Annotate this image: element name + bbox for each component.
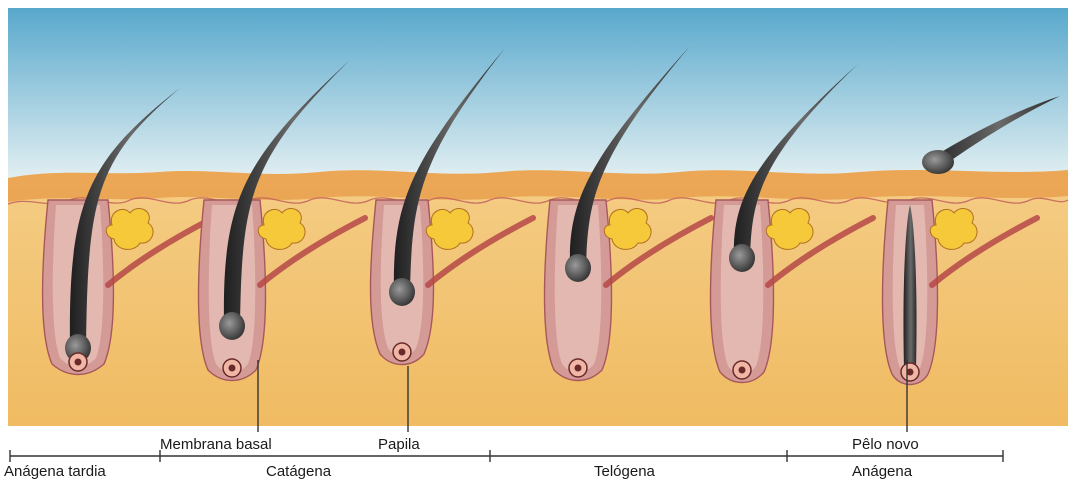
follicle-telogena-late-hair-bulb: [729, 244, 755, 272]
follicle-catagena-early-papilla-core: [229, 365, 236, 372]
phase-anagena-tardia-label: Anágena tardia: [4, 464, 106, 479]
phase-anagena-label: Anágena: [852, 464, 912, 479]
papila-label: Papila: [378, 437, 420, 452]
follicle-catagena-late-papilla-core: [399, 349, 406, 356]
follicle-catagena-early-hair-bulb: [219, 312, 245, 340]
phase-catagena-label: Catágena: [266, 464, 331, 479]
follicle-catagena-late-hair-bulb: [389, 278, 415, 306]
follicle-telogena-hair-bulb: [565, 254, 591, 282]
pelo-novo-label: Pêlo novo: [852, 437, 919, 452]
sky-background: [8, 8, 1068, 188]
follicle-telogena-late-papilla-core: [739, 367, 746, 374]
follicle-telogena-papilla-core: [575, 365, 582, 372]
shed-club-hair-bulb: [922, 150, 954, 174]
follicle-anagena-tardia-papilla-core: [75, 359, 82, 366]
phase-telogena-label: Telógena: [594, 464, 655, 479]
membrana-basal-label: Membrana basal: [160, 437, 272, 452]
